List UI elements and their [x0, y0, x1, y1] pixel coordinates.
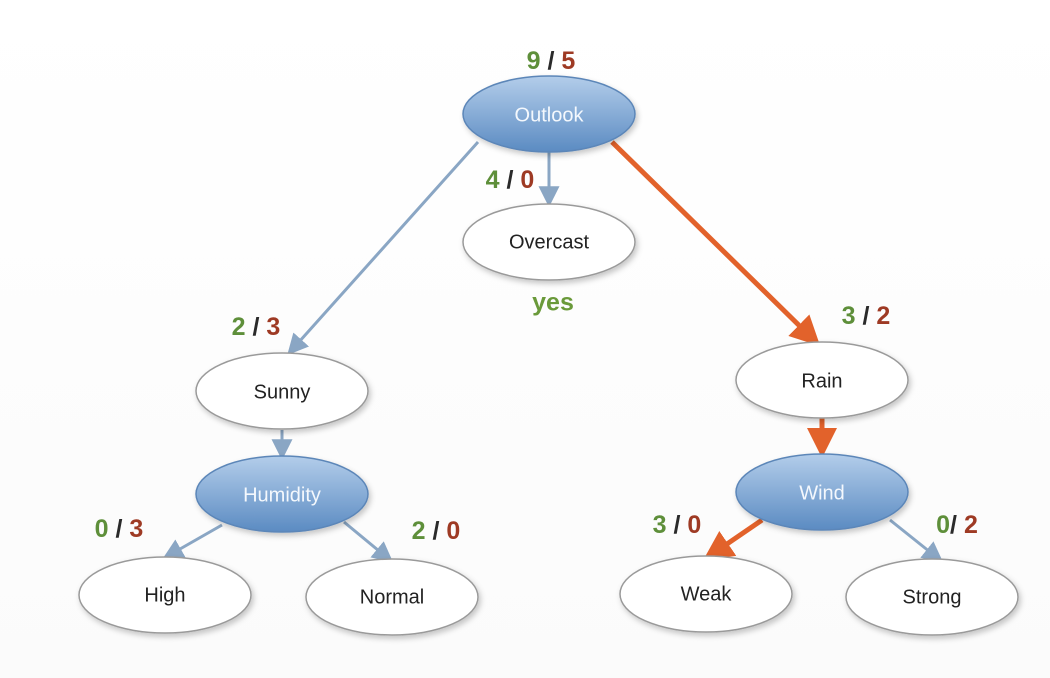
- count-sunny-sep: /: [246, 313, 267, 341]
- node-outlook-shape: [462, 75, 636, 153]
- count-overcast-neg: 0: [520, 166, 534, 194]
- node-overcast-shape: [462, 203, 636, 281]
- count-rain-sep: /: [856, 302, 877, 330]
- count-weak-pos: 3: [653, 511, 667, 539]
- node-normal: Normal: [305, 558, 479, 636]
- node-high: High: [78, 556, 252, 634]
- count-outlook: 9 / 5: [527, 47, 576, 75]
- edge-wind-strong: [889, 518, 944, 563]
- node-high-label: High: [144, 584, 185, 606]
- node-wind: Wind: [735, 453, 909, 531]
- edge-humidity-high: [162, 523, 223, 560]
- node-strong: Strong: [845, 558, 1019, 636]
- count-outlook-sep: /: [541, 47, 562, 75]
- count-strong-neg: 2: [964, 511, 978, 539]
- edge-humidity-normal: [343, 520, 394, 563]
- node-weak-label: Weak: [681, 583, 733, 605]
- node-sunny: Sunny: [195, 352, 369, 430]
- count-normal: 2 / 0: [412, 517, 461, 545]
- node-rain-shape: [735, 341, 909, 419]
- count-rain-neg: 2: [876, 302, 890, 330]
- node-normal-shape: [305, 558, 479, 636]
- count-overcast: 4 / 0: [486, 166, 535, 194]
- count-weak-sep: /: [667, 511, 688, 539]
- edges: [162, 140, 944, 563]
- count-high: 0 / 3: [95, 515, 144, 543]
- node-rain-label: Rain: [801, 370, 842, 392]
- outcome-overcast-yes: yes: [532, 289, 574, 317]
- node-normal-label: Normal: [360, 586, 424, 608]
- node-sunny-label: Sunny: [254, 381, 311, 403]
- node-outlook-label: Outlook: [515, 104, 585, 126]
- node-wind-label: Wind: [799, 482, 845, 504]
- count-normal-sep: /: [426, 517, 447, 545]
- count-strong-sep: /: [950, 511, 964, 539]
- count-normal-pos: 2: [412, 517, 426, 545]
- count-outlook-neg: 5: [561, 47, 575, 75]
- count-high-pos: 0: [95, 515, 109, 543]
- node-outlook: Outlook: [462, 75, 636, 153]
- node-weak: Weak: [619, 555, 793, 633]
- node-humidity: Humidity: [195, 455, 369, 533]
- edge-wind-weak: [703, 517, 764, 561]
- edge-outlook-sunny: [287, 140, 480, 356]
- node-overcast-label: Overcast: [509, 231, 589, 253]
- count-sunny-neg: 3: [266, 313, 280, 341]
- count-sunny-pos: 2: [232, 313, 246, 341]
- node-humidity-shape: [195, 455, 369, 533]
- node-weak-shape: [619, 555, 793, 633]
- count-weak: 3 / 0: [653, 511, 702, 539]
- node-overcast: Overcast: [462, 203, 636, 281]
- node-humidity-label: Humidity: [243, 484, 321, 506]
- count-overcast-sep: /: [500, 166, 521, 194]
- edge-outlook-rain: [610, 140, 821, 347]
- count-strong: 0/ 2: [936, 511, 978, 539]
- count-weak-neg: 0: [687, 511, 701, 539]
- count-normal-neg: 0: [446, 517, 460, 545]
- count-overcast-pos: 4: [486, 166, 500, 194]
- count-strong-pos: 0: [936, 511, 950, 539]
- count-rain: 3 / 2: [842, 302, 891, 330]
- node-high-shape: [78, 556, 252, 634]
- node-wind-shape: [735, 453, 909, 531]
- node-rain: Rain: [735, 341, 909, 419]
- count-high-sep: /: [109, 515, 130, 543]
- node-strong-shape: [845, 558, 1019, 636]
- node-strong-label: Strong: [903, 586, 962, 608]
- count-outlook-pos: 9: [527, 47, 541, 75]
- count-sunny: 2 / 3: [232, 313, 281, 341]
- count-rain-pos: 3: [842, 302, 856, 330]
- node-sunny-shape: [195, 352, 369, 430]
- count-high-neg: 3: [129, 515, 143, 543]
